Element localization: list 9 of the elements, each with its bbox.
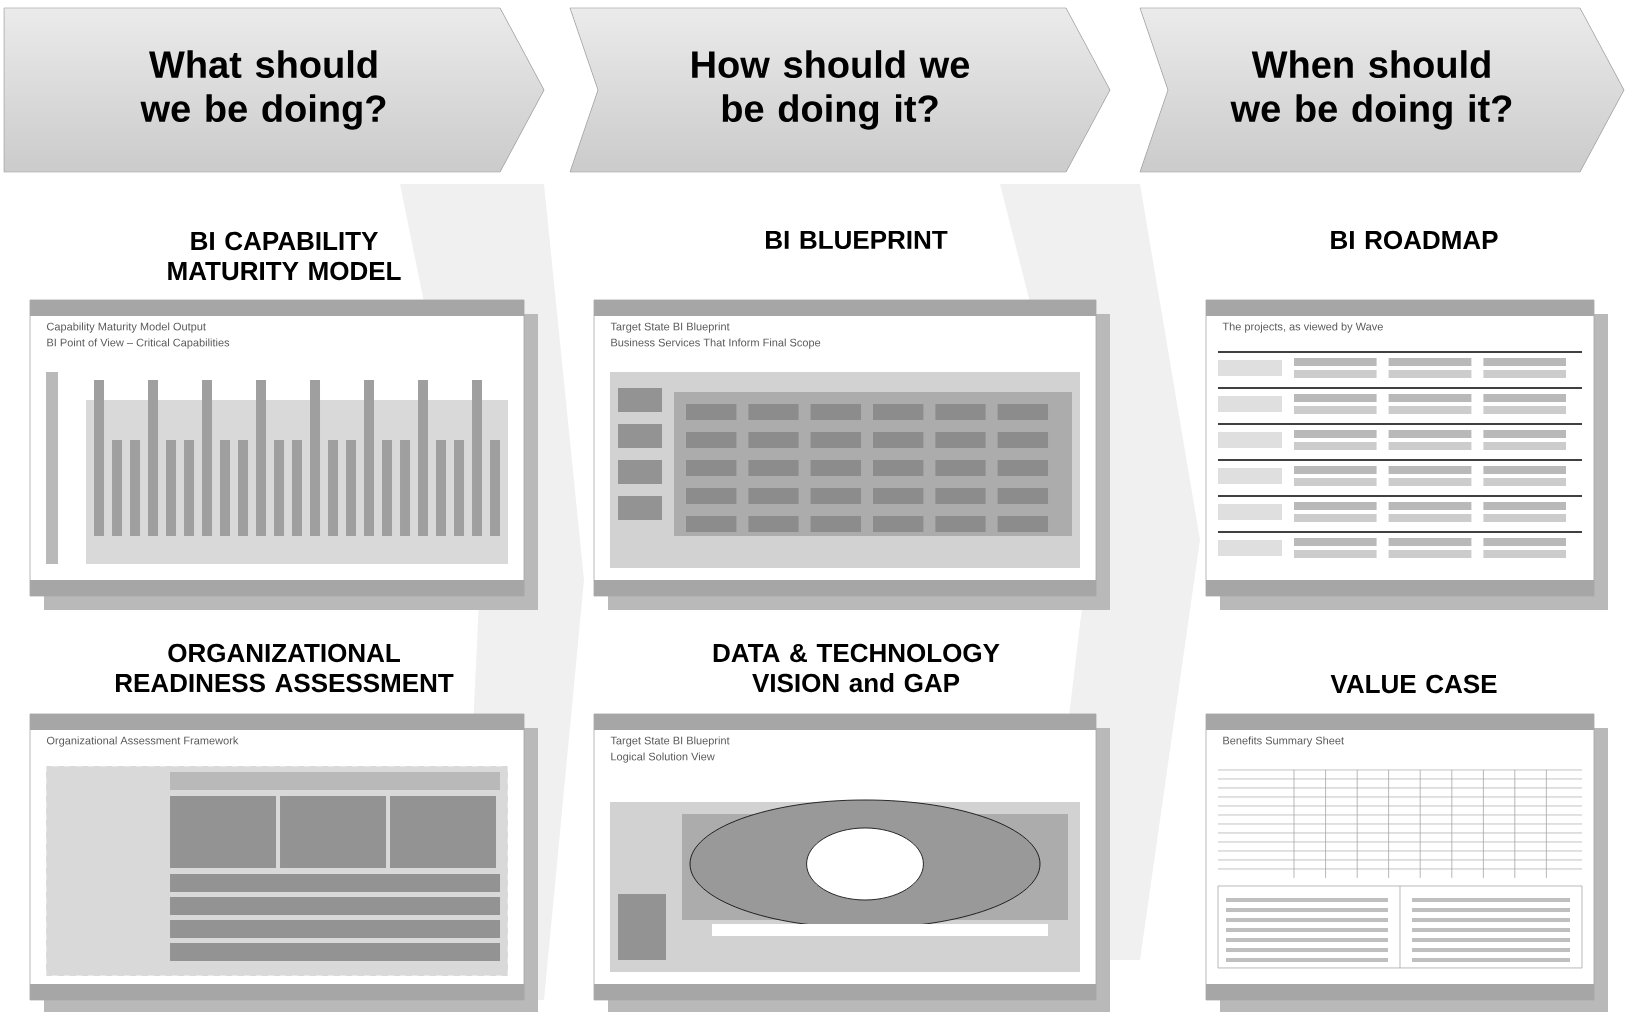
section-title: BI CAPABILITY MATURITY MODEL	[168, 231, 401, 281]
heading-banner: What should we be doing?	[3, 7, 545, 173]
section-title: BI BLUEPRINT	[766, 230, 948, 250]
heading-banner: When should we be doing it?	[1139, 7, 1625, 173]
section-title: DATA & TECHNOLOGY VISION and GAP	[713, 643, 1000, 693]
section-title: BI ROADMAP	[1331, 230, 1498, 250]
heading-banner: How should we be doing it?	[569, 7, 1111, 173]
section-title: ORGANIZATIONAL READINESS ASSESSMENT	[116, 643, 454, 693]
section-title: VALUE CASE	[1330, 674, 1497, 694]
